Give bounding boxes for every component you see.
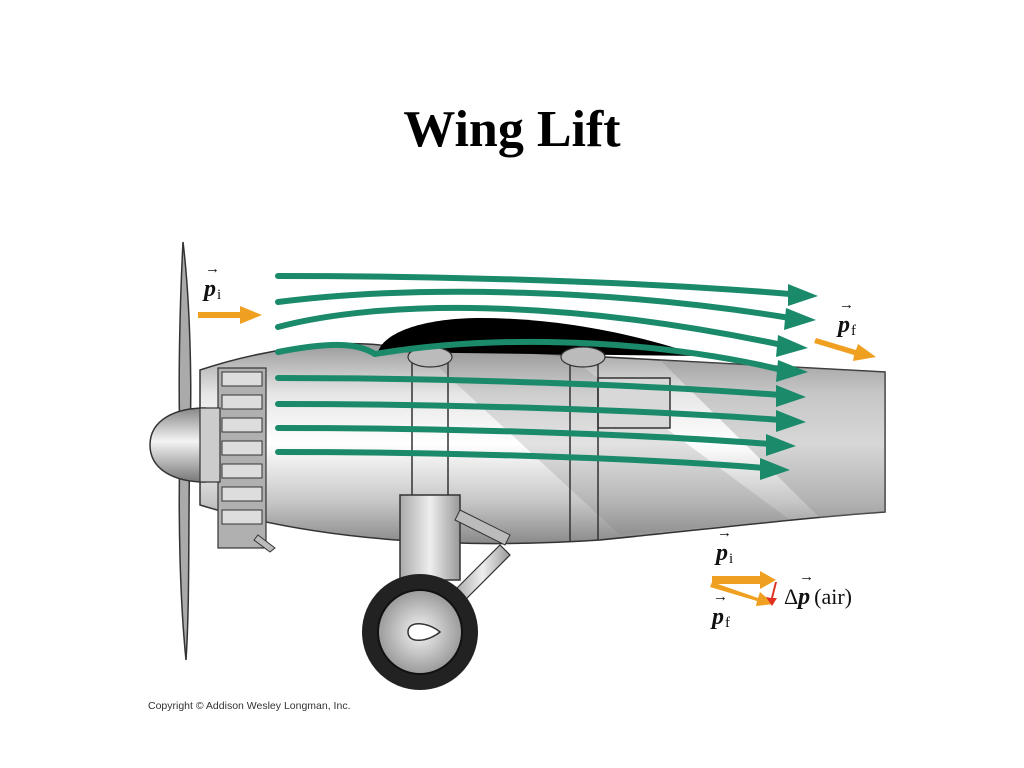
propeller-icon (149, 241, 221, 661)
label-delta-p-air: Δp (air) (784, 569, 852, 611)
label-p-initial-triangle: pi (716, 525, 733, 568)
airflow-streamlines (275, 273, 793, 471)
page-title: Wing Lift (403, 101, 621, 158)
wheel-icon (362, 574, 478, 690)
label-p-final-top: pf (838, 297, 856, 340)
fuselage (199, 343, 886, 545)
momentum-final-arrow (814, 338, 876, 361)
copyright-notice: Copyright © Addison Wesley Longman, Inc. (148, 700, 351, 712)
label-p-initial-top: pi (204, 261, 221, 304)
label-p-final-triangle: pf (712, 589, 730, 632)
vector-triangle (710, 571, 777, 606)
landing-gear (399, 494, 511, 601)
momentum-initial-arrow (198, 306, 262, 324)
engine-icon (217, 367, 276, 553)
streamline-arrowheads (760, 284, 818, 480)
